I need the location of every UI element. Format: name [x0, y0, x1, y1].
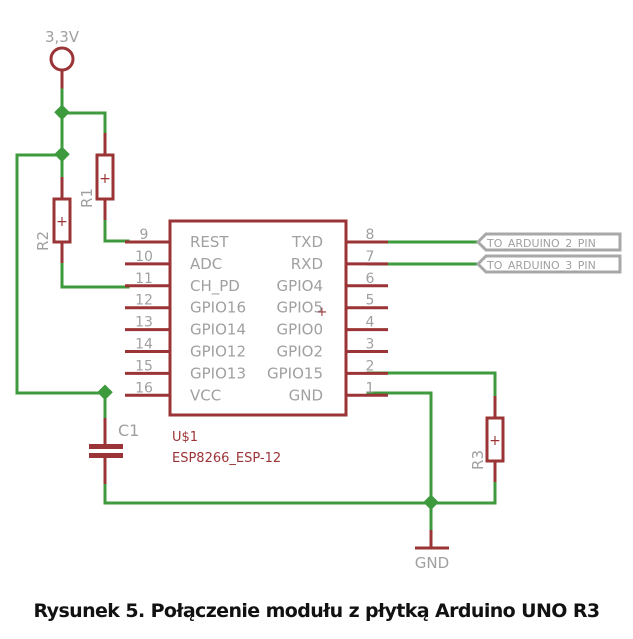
chip-pin-right: 3 GPIO2 — [277, 337, 388, 361]
chip-pin-right: 1 GND — [289, 380, 388, 404]
pin-name: GPIO12 — [190, 343, 246, 361]
wire-gnd-pin — [366, 391, 433, 532]
chip-pin-left: 14 GPIO12 — [125, 337, 246, 361]
capacitor-c1: C1 — [89, 418, 139, 484]
wire-r1-rest — [103, 218, 130, 243]
r3-plus-icon: + — [489, 433, 501, 449]
wire-to-r1 — [60, 111, 107, 135]
pin-name: GPIO0 — [277, 321, 323, 339]
c1-plate — [89, 453, 123, 458]
r2-label: R2 — [34, 231, 52, 251]
chip-origin-cross-icon: + — [317, 305, 328, 320]
pin-number: 8 — [366, 227, 375, 243]
chip-pin-left: 12 GPIO16 — [125, 293, 246, 317]
pin-name: REST — [190, 233, 229, 251]
pin-name: GPIO14 — [190, 321, 246, 339]
c1-plate — [89, 444, 123, 449]
pin-name: ADC — [190, 255, 222, 273]
pin-name: GPIO5 — [277, 299, 323, 317]
pin-number: 7 — [366, 249, 375, 265]
wire-to-vcc — [15, 153, 107, 395]
chip-pin-right: 8 TXD — [291, 227, 388, 251]
r1-label: R1 — [78, 188, 96, 208]
c1-label: C1 — [118, 421, 139, 440]
chip-pin-left: 11 CH_PD — [125, 271, 240, 296]
chip-pin-left: 13 GPIO14 — [125, 315, 246, 339]
schematic: 3,3V + R1 + R2 — [15, 28, 622, 572]
chip-pin-right: 7 RXD — [291, 249, 388, 273]
wire-gpio15-r3 — [366, 371, 497, 398]
junctions — [54, 104, 439, 511]
chip-body — [168, 219, 348, 417]
junction-dot — [423, 494, 439, 511]
pin-number: 2 — [366, 358, 375, 374]
chip-pin-right: 6 GPIO4 — [277, 271, 388, 295]
pin-number: 4 — [366, 315, 375, 331]
chip-pin-right: 2 GPIO15 — [267, 358, 388, 382]
r1-plus-icon: + — [99, 171, 111, 187]
chip-pin-right: 4 GPIO0 — [277, 315, 388, 339]
pin-number: 11 — [135, 271, 153, 287]
pin-number: 15 — [135, 358, 153, 374]
pin-number: 13 — [135, 315, 153, 331]
net-flag-shape — [475, 232, 622, 252]
junction-dot — [54, 146, 70, 163]
r2-plus-icon: + — [56, 214, 68, 230]
pin-number: 14 — [135, 337, 153, 353]
figure-caption: Rysunek 5. Połączenie modułu z płytką Ar… — [33, 600, 600, 622]
pin-name: GPIO2 — [277, 343, 323, 361]
resistor-r1: + R1 — [78, 133, 115, 220]
ground-label: GND — [415, 554, 449, 572]
pin-number: 9 — [140, 227, 149, 243]
junction-dot — [97, 384, 113, 401]
pin-number: 3 — [366, 337, 375, 353]
resistor-r3: + R3 — [469, 396, 505, 482]
pin-name: RXD — [291, 255, 323, 273]
pin-name: CH_PD — [190, 277, 240, 296]
pin-number: 6 — [366, 271, 375, 287]
wire-r2-chpd — [60, 261, 130, 289]
pin-name: GPIO4 — [277, 277, 323, 295]
net-label-to-arduino-2: TO_ARDUINO_2_PIN — [475, 232, 622, 252]
pin-number: 16 — [135, 380, 153, 396]
r3-label: R3 — [469, 450, 487, 470]
pin-name: GPIO15 — [267, 364, 323, 382]
pin-number: 1 — [366, 380, 375, 396]
power-label: 3,3V — [45, 28, 80, 46]
junction-dot — [54, 104, 70, 121]
net-label-text: TO_ARDUINO_2_PIN — [486, 237, 596, 250]
pin-number: 5 — [366, 293, 375, 309]
power-symbol-3v3: 3,3V — [45, 28, 80, 90]
pin-name: GPIO16 — [190, 299, 246, 317]
net-flag-shape — [475, 254, 622, 274]
resistor-r2: + R2 — [34, 177, 72, 263]
wire-ground-bus — [103, 480, 497, 505]
pin-name: TXD — [291, 233, 323, 251]
power-circle-icon — [49, 46, 75, 72]
pin-name: GND — [289, 386, 323, 404]
pin-number: 10 — [135, 249, 153, 265]
pin-number: 12 — [135, 293, 153, 309]
net-label-text: TO_ARDUINO_3_PIN — [486, 259, 596, 272]
chip-value: ESP8266_ESP-12 — [172, 451, 281, 466]
chip-pin-left: 16 VCC — [125, 380, 221, 404]
ground-symbol: GND — [415, 530, 449, 572]
net-label-to-arduino-3: TO_ARDUINO_3_PIN — [475, 254, 622, 274]
chip-pin-left: 10 ADC — [125, 249, 222, 273]
chip-ref: U$1 — [172, 430, 198, 445]
chip-pin-left: 9 REST — [125, 227, 229, 251]
chip-pin-right: 5 GPIO5 — [277, 293, 388, 317]
pin-name: VCC — [190, 386, 221, 404]
chip-pin-left: 15 GPIO13 — [125, 358, 246, 382]
pin-name: GPIO13 — [190, 364, 246, 382]
